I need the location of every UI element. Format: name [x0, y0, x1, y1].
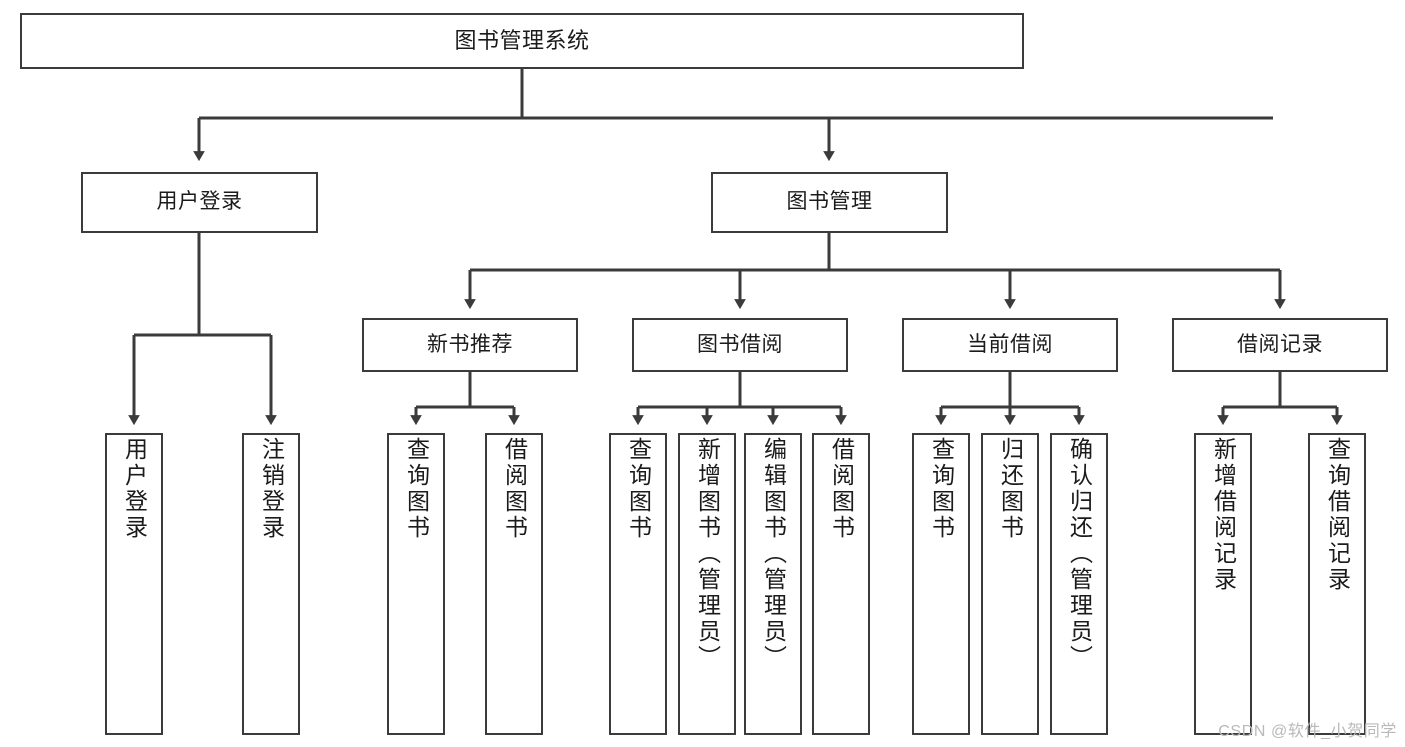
node-leaf-user-logout[interactable]: 注销登录 — [242, 433, 300, 735]
node-leaf-query-book-2-label: 查询图书 — [625, 437, 652, 541]
node-borrow-record-label: 借阅记录 — [1237, 332, 1323, 356]
node-leaf-user-login-label: 用户登录 — [121, 437, 148, 541]
node-leaf-add-record[interactable]: 新增借阅记录 — [1194, 433, 1252, 735]
node-leaf-query-record[interactable]: 查询借阅记录 — [1308, 433, 1366, 735]
node-leaf-edit-book-label: 编辑图书（管理员） — [760, 437, 787, 671]
node-book-borrow[interactable]: 图书借阅 — [632, 318, 848, 372]
node-user-login[interactable]: 用户登录 — [81, 172, 318, 233]
node-leaf-query-book-3[interactable]: 查询图书 — [912, 433, 970, 735]
node-user-login-label: 用户登录 — [156, 190, 243, 214]
node-leaf-query-book-1-label: 查询图书 — [403, 437, 430, 541]
node-root-label: 图书管理系统 — [454, 28, 590, 54]
node-leaf-borrow-book-2-label: 借阅图书 — [828, 437, 855, 541]
node-leaf-edit-book[interactable]: 编辑图书（管理员） — [744, 433, 802, 735]
node-borrow-record[interactable]: 借阅记录 — [1172, 318, 1388, 372]
node-leaf-borrow-book-2[interactable]: 借阅图书 — [812, 433, 870, 735]
node-book-borrow-label: 图书借阅 — [697, 332, 783, 356]
node-leaf-add-book-label: 新增图书（管理员） — [694, 437, 721, 671]
node-leaf-borrow-book-1-label: 借阅图书 — [501, 437, 528, 541]
node-leaf-query-book-2[interactable]: 查询图书 — [609, 433, 667, 735]
node-leaf-add-book[interactable]: 新增图书（管理员） — [678, 433, 736, 735]
csdn-watermark: CSDN @软件_小贺同学 — [1218, 723, 1397, 740]
node-root[interactable]: 图书管理系统 — [20, 13, 1024, 69]
node-leaf-confirm-return-label: 确认归还（管理员） — [1066, 437, 1093, 671]
node-leaf-user-login[interactable]: 用户登录 — [105, 433, 163, 735]
node-leaf-query-record-label: 查询借阅记录 — [1324, 437, 1351, 593]
node-leaf-user-logout-label: 注销登录 — [258, 437, 285, 541]
node-leaf-query-book-1[interactable]: 查询图书 — [387, 433, 445, 735]
node-leaf-confirm-return[interactable]: 确认归还（管理员） — [1050, 433, 1108, 735]
node-leaf-borrow-book-1[interactable]: 借阅图书 — [485, 433, 543, 735]
node-new-book-recommend[interactable]: 新书推荐 — [362, 318, 578, 372]
node-book-management-label: 图书管理 — [786, 190, 873, 214]
node-leaf-add-record-label: 新增借阅记录 — [1210, 437, 1237, 593]
node-leaf-query-book-3-label: 查询图书 — [928, 437, 955, 541]
node-new-book-recommend-label: 新书推荐 — [427, 332, 513, 356]
node-leaf-return-book[interactable]: 归还图书 — [981, 433, 1039, 735]
node-book-management[interactable]: 图书管理 — [711, 172, 948, 233]
node-current-borrow-label: 当前借阅 — [967, 332, 1053, 356]
node-current-borrow[interactable]: 当前借阅 — [902, 318, 1118, 372]
node-leaf-return-book-label: 归还图书 — [997, 437, 1024, 541]
